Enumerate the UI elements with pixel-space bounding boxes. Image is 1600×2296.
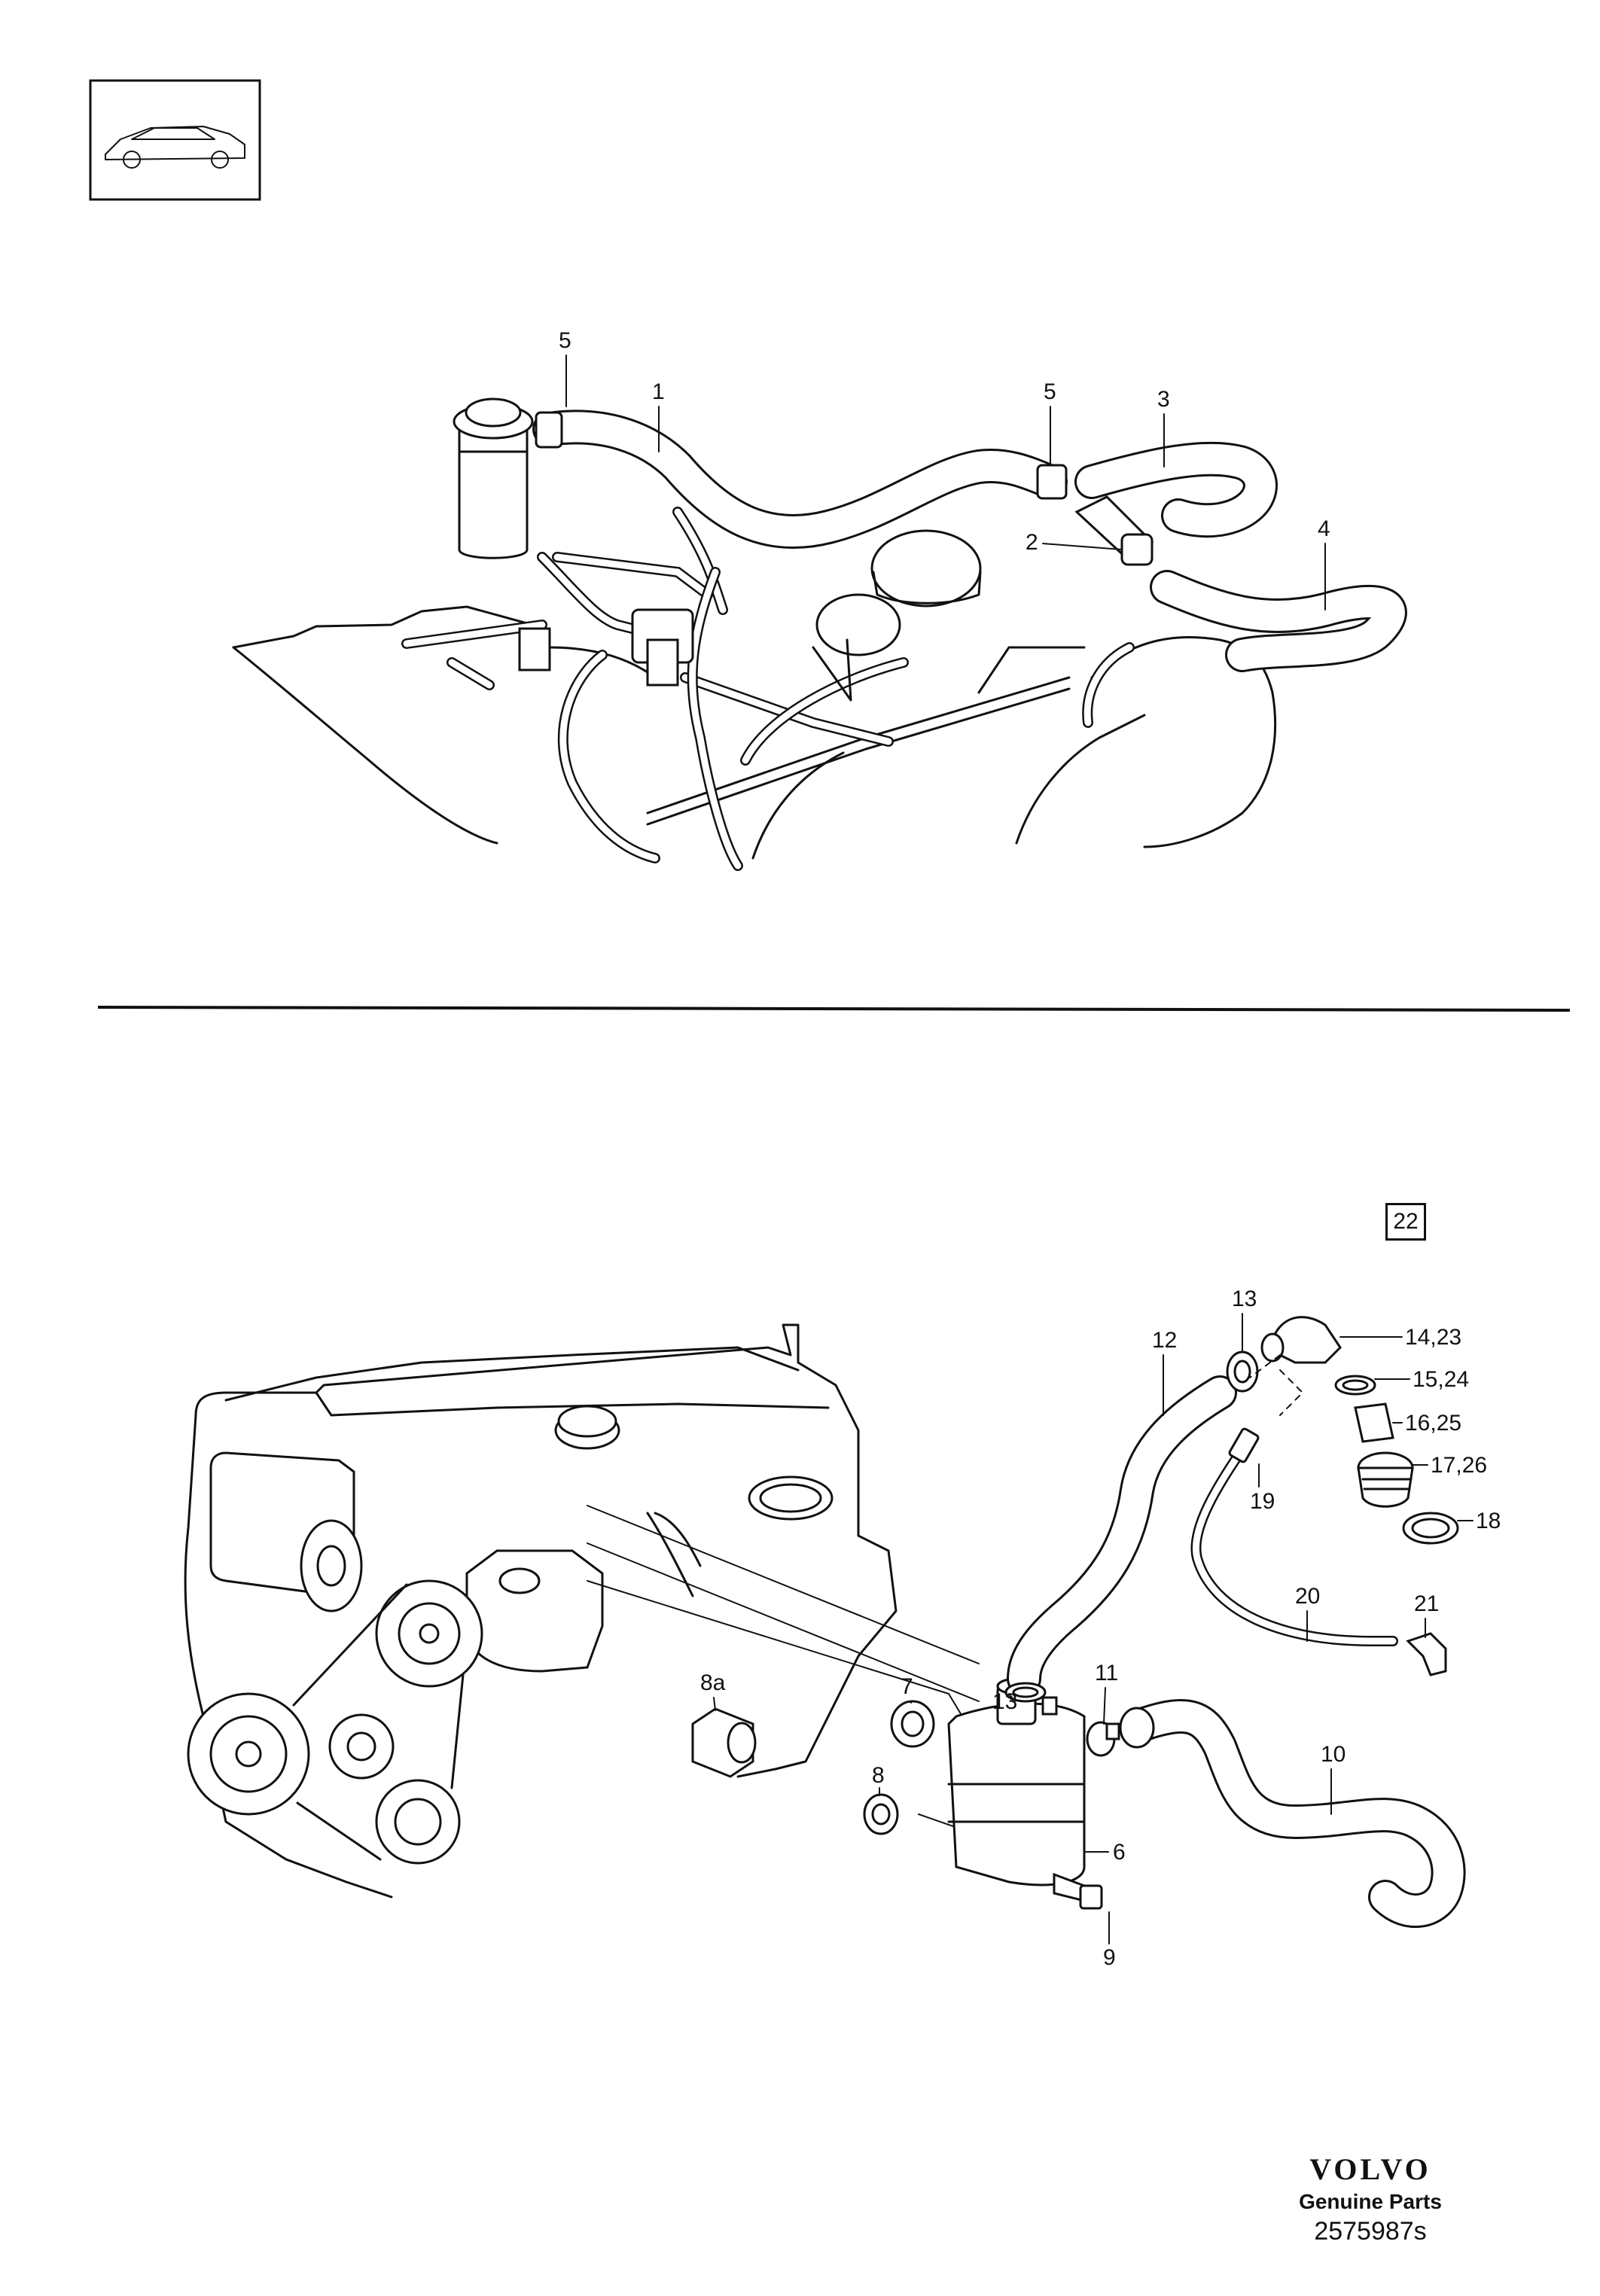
- callout-12: 12: [1152, 1328, 1177, 1353]
- callout-8a: 8a: [700, 1670, 726, 1695]
- diagram-reference: 2575987s: [1314, 2217, 1427, 2246]
- callout-10: 10: [1321, 1742, 1346, 1767]
- sedan-car-icon: [105, 126, 245, 169]
- callout-18: 18: [1476, 1509, 1501, 1533]
- bottom-engine-diagram: [184, 1316, 1466, 1928]
- section-badge: 22: [1385, 1203, 1426, 1241]
- callout-19: 19: [1250, 1489, 1275, 1514]
- callout-4: 4: [1318, 516, 1330, 541]
- callout-5: 5: [559, 328, 571, 353]
- callout-17-26: 17,26: [1431, 1453, 1487, 1478]
- vehicle-thumbnail: [89, 79, 261, 201]
- callout-16-25: 16,25: [1405, 1411, 1461, 1436]
- callout-14-23: 14,23: [1405, 1325, 1461, 1350]
- brand-block: VOLVO Genuine Parts 2575987s: [1280, 2151, 1461, 2246]
- callout-6: 6: [1113, 1840, 1126, 1865]
- callout-13: 13: [992, 1689, 1017, 1714]
- top-callouts: 5 1 5 3 2 4: [559, 328, 1330, 611]
- section-divider: [97, 1006, 1571, 1012]
- callout-13: 13: [1232, 1287, 1257, 1311]
- callout-3: 3: [1157, 387, 1170, 412]
- callout-7: 7: [901, 1674, 913, 1699]
- top-engine-diagram: [232, 397, 1407, 871]
- callout-15-24: 15,24: [1413, 1367, 1469, 1392]
- volvo-logo: VOLVO: [1309, 2152, 1431, 2186]
- callout-11: 11: [1095, 1661, 1118, 1685]
- bottom-callouts: 13 12 14,23 15,24 16,25 17,26 18 19 20 2…: [700, 1287, 1501, 1970]
- callout-9: 9: [1103, 1945, 1116, 1970]
- callout-2: 2: [1026, 530, 1038, 555]
- callout-5: 5: [1044, 379, 1056, 404]
- callout-21: 21: [1414, 1591, 1439, 1616]
- callout-8: 8: [872, 1763, 885, 1788]
- brand-subtitle: Genuine Parts: [1299, 2190, 1442, 2213]
- callout-1: 1: [652, 379, 665, 404]
- callout-20: 20: [1295, 1584, 1320, 1609]
